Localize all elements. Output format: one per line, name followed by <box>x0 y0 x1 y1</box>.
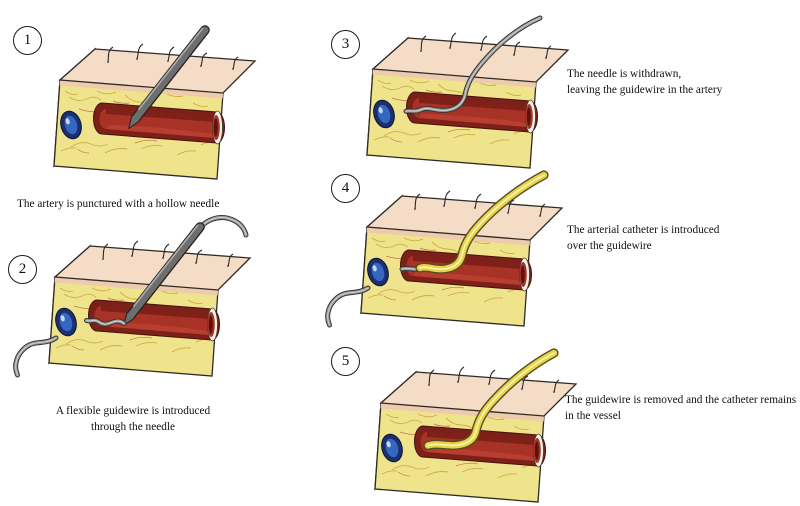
artery-lumen-highlight <box>419 114 527 127</box>
skin-hairs <box>414 190 546 217</box>
step-caption: The arterial catheter is introduced over… <box>567 224 720 253</box>
tissue-block <box>360 190 564 327</box>
skin-layer-edge <box>372 69 536 88</box>
artery-lumen-highlight <box>427 448 535 461</box>
skin-hairs <box>107 43 239 70</box>
step-number: 1 <box>23 32 32 48</box>
step-4-illustration <box>325 170 564 328</box>
step-caption: A flexible guidewire is introduced throu… <box>55 405 211 434</box>
step-2-illustration <box>13 215 252 378</box>
catheter <box>415 170 549 274</box>
tissue-block <box>53 43 257 180</box>
catheter <box>423 348 559 451</box>
vein-cross-section <box>381 433 403 463</box>
vein-cross-section <box>60 110 82 140</box>
guidewire <box>196 215 249 238</box>
skin-layer-edge <box>59 80 224 99</box>
step-caption: The guidewire is removed and the cathete… <box>565 394 797 423</box>
artery <box>406 91 538 134</box>
artery-lumen-highlight <box>101 322 209 335</box>
step-caption: The artery is punctured with a hollow ne… <box>17 198 220 210</box>
fat-texture <box>55 287 211 353</box>
vein-cross-section <box>373 99 395 129</box>
artery <box>414 425 546 468</box>
artery-lumen-highlight <box>413 272 521 285</box>
artery <box>88 299 220 342</box>
guidewire <box>403 15 543 114</box>
artery-lumen-shadow <box>427 432 535 445</box>
skin-layer-edge <box>366 227 530 246</box>
artery-lumen-shadow <box>413 256 521 269</box>
skin-layer-edge <box>54 277 219 296</box>
guidewire <box>13 317 127 378</box>
artery <box>400 249 532 292</box>
step-number-badge: 2 <box>8 255 37 284</box>
tissue-block <box>366 32 570 169</box>
artery-lumen-shadow <box>419 98 527 111</box>
artery-lumen-shadow <box>106 109 214 122</box>
needle <box>123 222 205 326</box>
step-number-badge: 1 <box>13 26 42 55</box>
skin-hairs <box>428 366 560 393</box>
tissue-block <box>374 366 578 503</box>
artery-lumen-highlight <box>106 125 214 138</box>
artery-lumen-shadow <box>101 306 209 319</box>
vein-cross-section <box>367 257 389 287</box>
needle <box>128 25 210 129</box>
guidewire <box>325 265 426 328</box>
step-number: 5 <box>341 353 350 369</box>
step-number: 2 <box>18 261 27 277</box>
step-3-illustration <box>366 15 570 169</box>
step-number: 4 <box>341 180 350 196</box>
step-number-badge: 4 <box>331 174 360 203</box>
vein-cross-section <box>55 307 77 337</box>
step-number-badge: 5 <box>331 347 360 376</box>
step-caption: The needle is withdrawn, leaving the gui… <box>567 68 723 97</box>
artery <box>93 102 225 145</box>
skin-hairs <box>102 240 234 267</box>
step-1-illustration <box>53 25 257 180</box>
step-number-badge: 3 <box>331 30 360 59</box>
skin-hairs <box>420 32 552 59</box>
skin-layer-edge <box>380 403 544 422</box>
step-number: 3 <box>341 36 350 52</box>
step-5-illustration <box>374 348 578 503</box>
tissue-block <box>48 240 252 377</box>
